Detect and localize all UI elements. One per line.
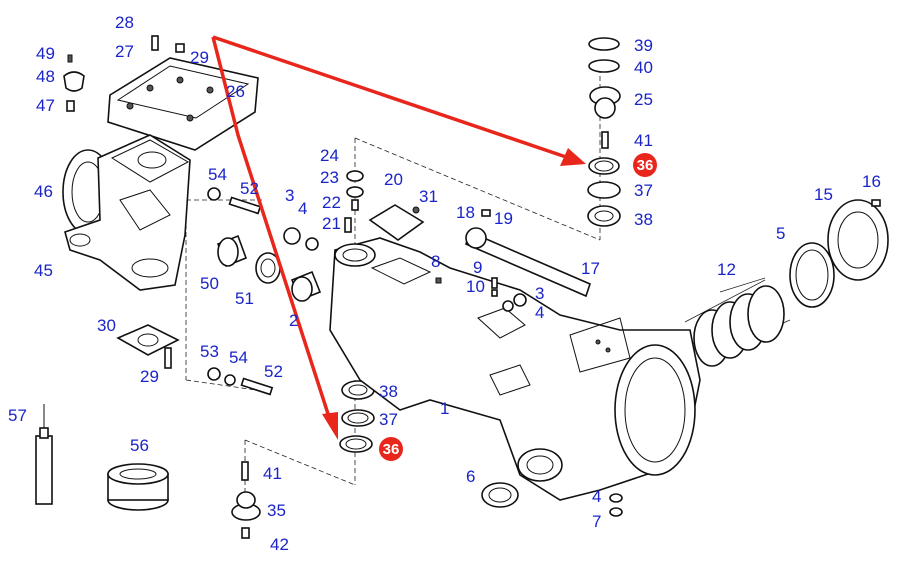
small-parts-47-48-49	[63, 54, 85, 112]
ring-5	[789, 242, 835, 308]
label-1: 1	[440, 399, 449, 418]
label-26: 26	[226, 82, 245, 101]
steering-knuckle-45-46	[62, 134, 191, 291]
label-7: 7	[592, 512, 601, 531]
label-25: 25	[634, 90, 653, 109]
label-35: 35	[267, 501, 286, 520]
bushing-2	[290, 270, 322, 302]
pin-41-lower	[241, 461, 249, 481]
ball-joint-35	[231, 491, 261, 539]
label-57: 57	[8, 406, 27, 425]
label-38: 38	[634, 210, 653, 229]
label-5: 5	[776, 224, 785, 243]
svg-text:36: 36	[637, 157, 654, 174]
label-29: 29	[140, 367, 159, 386]
highlight-arrows	[211, 35, 586, 440]
bearing-stack-lower	[339, 380, 375, 453]
label-37: 37	[379, 410, 398, 429]
label-22: 22	[322, 193, 341, 212]
label-50: 50	[200, 274, 219, 293]
label-27: 27	[115, 42, 134, 61]
hub-flange-15	[827, 199, 889, 281]
label-8: 8	[431, 252, 440, 271]
axle-housing-1	[329, 237, 701, 501]
label-20: 20	[384, 170, 403, 189]
cover-20	[368, 204, 425, 241]
bolt-group-upper	[207, 187, 262, 215]
label-28: 28	[115, 13, 134, 32]
label-40: 40	[634, 58, 653, 77]
label-15: 15	[814, 185, 833, 204]
label-4: 4	[592, 487, 601, 506]
bearing-56	[107, 463, 169, 511]
label-42: 42	[270, 535, 289, 554]
cover-plate-26	[107, 57, 259, 151]
label-2: 2	[289, 311, 298, 330]
label-54: 54	[229, 348, 248, 367]
label-39: 39	[634, 36, 653, 55]
label-30: 30	[97, 316, 116, 335]
badge-36-bottom: 36	[379, 437, 403, 461]
small-parts-center	[435, 277, 527, 312]
label-38: 38	[379, 382, 398, 401]
label-49: 49	[36, 44, 55, 63]
link-rod-17	[465, 209, 591, 298]
bearing-stack-upper	[587, 37, 621, 227]
part-labels: 28 27 29 26 49 48 47 46 45 54 52 50 51 3…	[8, 13, 881, 554]
screw-28-27	[151, 35, 185, 53]
label-6: 6	[466, 467, 475, 486]
label-41: 41	[634, 131, 653, 150]
label-52: 52	[240, 179, 259, 198]
label-17: 17	[581, 259, 600, 278]
label-56: 56	[130, 436, 149, 455]
label-19: 19	[494, 209, 513, 228]
bushing-6	[481, 482, 519, 508]
label-21: 21	[322, 214, 341, 233]
label-54: 54	[208, 165, 227, 184]
label-29: 29	[190, 48, 209, 67]
bushing-50	[216, 234, 248, 268]
svg-text:36: 36	[383, 441, 400, 458]
label-3: 3	[285, 186, 294, 205]
label-47: 47	[36, 96, 55, 115]
grease-cartridge-57	[35, 404, 53, 505]
label-52: 52	[264, 362, 283, 381]
label-41: 41	[263, 464, 282, 483]
label-45: 45	[34, 261, 53, 280]
label-51: 51	[235, 289, 254, 308]
label-4: 4	[535, 303, 544, 322]
label-10: 10	[466, 277, 485, 296]
parts-21-24	[344, 170, 364, 233]
label-46: 46	[34, 182, 53, 201]
label-9: 9	[473, 258, 482, 277]
flange-plate-30	[116, 324, 180, 369]
label-16: 16	[862, 172, 881, 191]
seal-pack-12	[693, 285, 785, 367]
label-24: 24	[320, 146, 339, 165]
label-53: 53	[200, 342, 219, 361]
parts-4-7-bottom	[609, 493, 623, 517]
label-4: 4	[298, 199, 307, 218]
plug-3-washer-4-left	[283, 227, 319, 251]
badge-36-top: 36	[633, 153, 657, 177]
label-37: 37	[634, 181, 653, 200]
label-3: 3	[535, 284, 544, 303]
label-23: 23	[320, 168, 339, 187]
bolt-group-lower	[207, 367, 274, 396]
label-31: 31	[419, 187, 438, 206]
label-12: 12	[717, 260, 736, 279]
label-18: 18	[456, 203, 475, 222]
label-48: 48	[36, 67, 55, 86]
